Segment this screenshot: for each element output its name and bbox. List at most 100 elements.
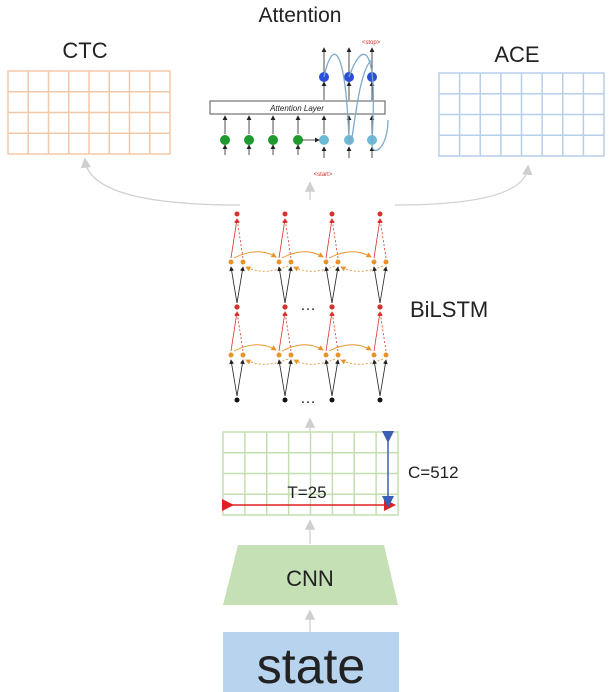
attention-decoder: Attention Layer <stop> <start> — [209, 40, 389, 178]
lstm-forward-node — [323, 352, 329, 358]
lstm-forward-node — [228, 352, 234, 358]
lstm-input-arrow — [284, 359, 293, 397]
lstm-backward-node — [240, 352, 246, 358]
lstm-backward-arrow — [340, 265, 384, 272]
lstm-forward-arrow — [233, 251, 277, 259]
lstm-input-node — [377, 397, 383, 403]
input-image-box — [223, 632, 399, 692]
decoder-node — [319, 135, 329, 145]
cnn-block — [223, 545, 398, 605]
feedback-loop-1 — [323, 53, 373, 145]
lstm-output-arrow-dashed — [283, 218, 292, 259]
lstm-output-arrow-dashed — [330, 311, 339, 352]
lstm-output-arrow — [373, 311, 382, 352]
encoder-to-ace-arrow — [394, 164, 533, 206]
feature-map-grid — [222, 431, 399, 516]
lstm-output-arrow-dashed — [378, 218, 387, 259]
ellipsis-lower: … — [300, 390, 316, 407]
lstm-input-arrow — [331, 359, 340, 397]
lstm-output-node — [329, 211, 335, 217]
lstm-backward-node — [383, 259, 389, 265]
lstm-forward-node — [371, 352, 377, 358]
lstm-output-arrow-dashed — [235, 218, 244, 259]
lstm-output-arrow — [325, 311, 334, 352]
lstm-input-arrow — [277, 359, 286, 397]
lstm-forward-arrow — [328, 251, 372, 259]
lstm-input-node — [329, 397, 335, 403]
lstm-backward-node — [383, 352, 389, 358]
encoder-to-ctc-arrow — [80, 157, 241, 206]
lstm-forward-arrow — [233, 344, 277, 352]
lstm-output-arrow-dashed — [235, 311, 244, 352]
bilstm-label: BiLSTM — [410, 297, 488, 322]
lstm-output-arrow — [278, 311, 287, 352]
t-dimension-label: T=25 — [287, 483, 326, 502]
attention-layer-box — [209, 100, 386, 115]
lstm-forward-arrow — [328, 344, 372, 352]
lstm-output-node — [234, 304, 240, 310]
ctc-output-grid — [7, 70, 171, 155]
input-text: state — [257, 638, 365, 692]
lstm-forward-node — [371, 259, 377, 265]
ctc-label: CTC — [62, 38, 107, 63]
lstm-output-node — [234, 211, 240, 217]
lstm-input-arrow — [284, 266, 293, 304]
encoder-node — [293, 135, 303, 145]
lstm-forward-arrow — [281, 251, 324, 259]
lstm-output-arrow — [230, 311, 239, 352]
lstm-backward-node — [335, 352, 341, 358]
lstm-forward-node — [276, 352, 282, 358]
lstm-output-node — [282, 304, 288, 310]
ace-label: ACE — [494, 42, 539, 67]
lstm-backward-node — [335, 259, 341, 265]
lstm-backward-arrow — [245, 358, 289, 365]
lstm-input-arrow — [229, 359, 238, 397]
lstm-input-arrow — [379, 266, 388, 304]
lstm-output-arrow — [230, 218, 239, 259]
lstm-backward-node — [240, 259, 246, 265]
lstm-output-arrow-dashed — [330, 218, 339, 259]
lstm-input-node — [282, 397, 288, 403]
lstm-input-arrow — [236, 359, 245, 397]
lstm-output-arrow — [373, 218, 382, 259]
stop-token-label: <stop> — [362, 40, 381, 46]
lstm-backward-node — [288, 352, 294, 358]
lstm-forward-node — [323, 259, 329, 265]
encoder-node — [220, 135, 230, 145]
ellipsis-upper: … — [300, 297, 316, 314]
lstm-forward-node — [276, 259, 282, 265]
lstm-input-arrow — [379, 359, 388, 397]
c-dimension-label: C=512 — [408, 463, 459, 482]
lstm-input-arrow — [331, 266, 340, 304]
lstm-input-arrow — [372, 359, 381, 397]
encoder-node — [268, 135, 278, 145]
lstm-input-arrow — [324, 359, 333, 397]
attention-layer-label: Attention Layer — [269, 104, 324, 113]
lstm-input-arrow — [372, 266, 381, 304]
lstm-output-arrow-dashed — [378, 311, 387, 352]
encoder-node — [244, 135, 254, 145]
lstm-forward-node — [228, 259, 234, 265]
ace-output-grid — [438, 72, 605, 157]
lstm-output-arrow-dashed — [283, 311, 292, 352]
lstm-backward-node — [288, 259, 294, 265]
lstm-output-arrow — [278, 218, 287, 259]
attention-label: Attention — [259, 4, 342, 27]
lstm-output-node — [377, 304, 383, 310]
lstm-forward-arrow — [281, 344, 324, 352]
bilstm-network — [228, 211, 389, 403]
start-token-label: <start> — [314, 172, 333, 178]
lstm-backward-arrow — [293, 265, 336, 272]
lstm-output-node — [377, 211, 383, 217]
lstm-output-arrow — [325, 218, 334, 259]
lstm-output-node — [329, 304, 335, 310]
lstm-output-node — [282, 211, 288, 217]
lstm-backward-arrow — [340, 358, 384, 365]
lstm-input-arrow — [229, 266, 238, 304]
lstm-input-arrow — [236, 266, 245, 304]
lstm-input-node — [234, 397, 240, 403]
lstm-input-arrow — [277, 266, 286, 304]
lstm-input-arrow — [324, 266, 333, 304]
lstm-backward-arrow — [293, 358, 336, 365]
